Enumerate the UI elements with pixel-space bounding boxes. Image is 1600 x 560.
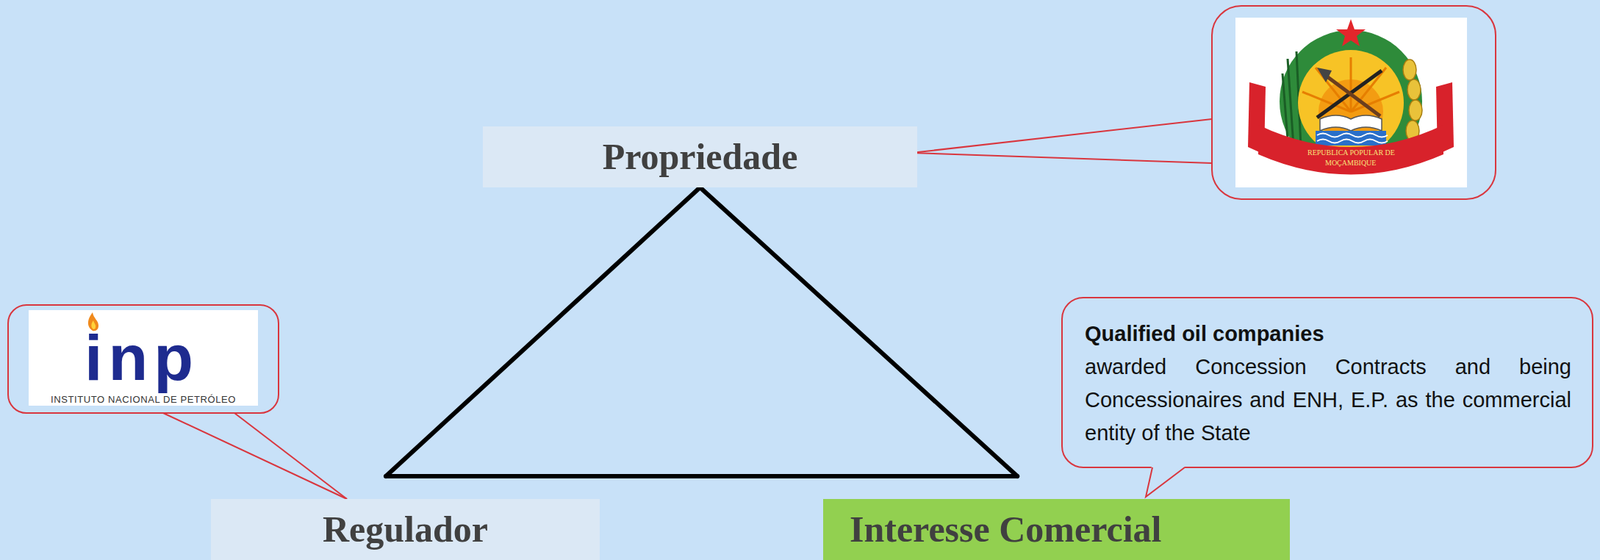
sugarcane <box>1282 73 1288 140</box>
hoe-handle <box>1322 73 1381 117</box>
node-body-text: awarded Concession Contracts and being C… <box>1084 350 1572 450</box>
emblem-ground <box>1235 17 1467 188</box>
callout-outline <box>1211 5 1496 200</box>
callout-box: Qualified oil companiesawarded Concessio… <box>1061 296 1594 469</box>
node-text: Propriedade <box>602 135 799 179</box>
hoe-blade <box>1317 67 1332 83</box>
inp-callout <box>8 305 347 500</box>
regulator-box: Regulador <box>210 499 600 560</box>
ownership-box: Propriedade <box>482 126 918 188</box>
callout-outline <box>8 305 279 414</box>
state-emblem <box>1247 19 1454 175</box>
emblem-callout <box>911 5 1496 200</box>
leader-line <box>911 119 1212 153</box>
corn-cob <box>1403 59 1423 142</box>
callout-tail <box>1145 467 1185 497</box>
logo-ground <box>28 310 258 406</box>
open-book <box>1319 115 1382 131</box>
corn-cob <box>1408 99 1423 121</box>
leader-line <box>911 152 1212 164</box>
triangle-side <box>385 474 1018 479</box>
waves <box>1317 133 1388 144</box>
leader-line <box>234 413 347 500</box>
sun-rays <box>1350 57 1353 112</box>
callout-tail-fill <box>1145 466 1186 498</box>
red-star <box>1336 19 1366 47</box>
sun-disc <box>1297 49 1404 156</box>
corn-cob <box>1403 59 1417 81</box>
leader-line <box>163 413 347 500</box>
node-text: Regulador <box>322 508 489 552</box>
node-text: Interesse Comercial <box>849 508 1162 552</box>
node-text: Qualified oil companies <box>1084 317 1572 351</box>
triangle-side <box>700 187 1018 477</box>
logo-caption: INSTITUTO NACIONAL DE PETRÓLEO <box>50 393 236 405</box>
corn-cob <box>1407 79 1421 100</box>
commercial-box: Interesse Comercial <box>823 499 1290 560</box>
triangle-side <box>385 187 700 477</box>
ribbon-band <box>1258 124 1444 175</box>
ribbon-text: MOÇAMBIQUE <box>1325 158 1376 167</box>
sugarcane <box>1287 58 1294 147</box>
water <box>1315 130 1387 146</box>
logo-wordmark: inp <box>84 320 200 396</box>
ribbon-text: REPUBLICA POPULAR DE <box>1307 148 1395 157</box>
sun-rays <box>1302 57 1400 112</box>
